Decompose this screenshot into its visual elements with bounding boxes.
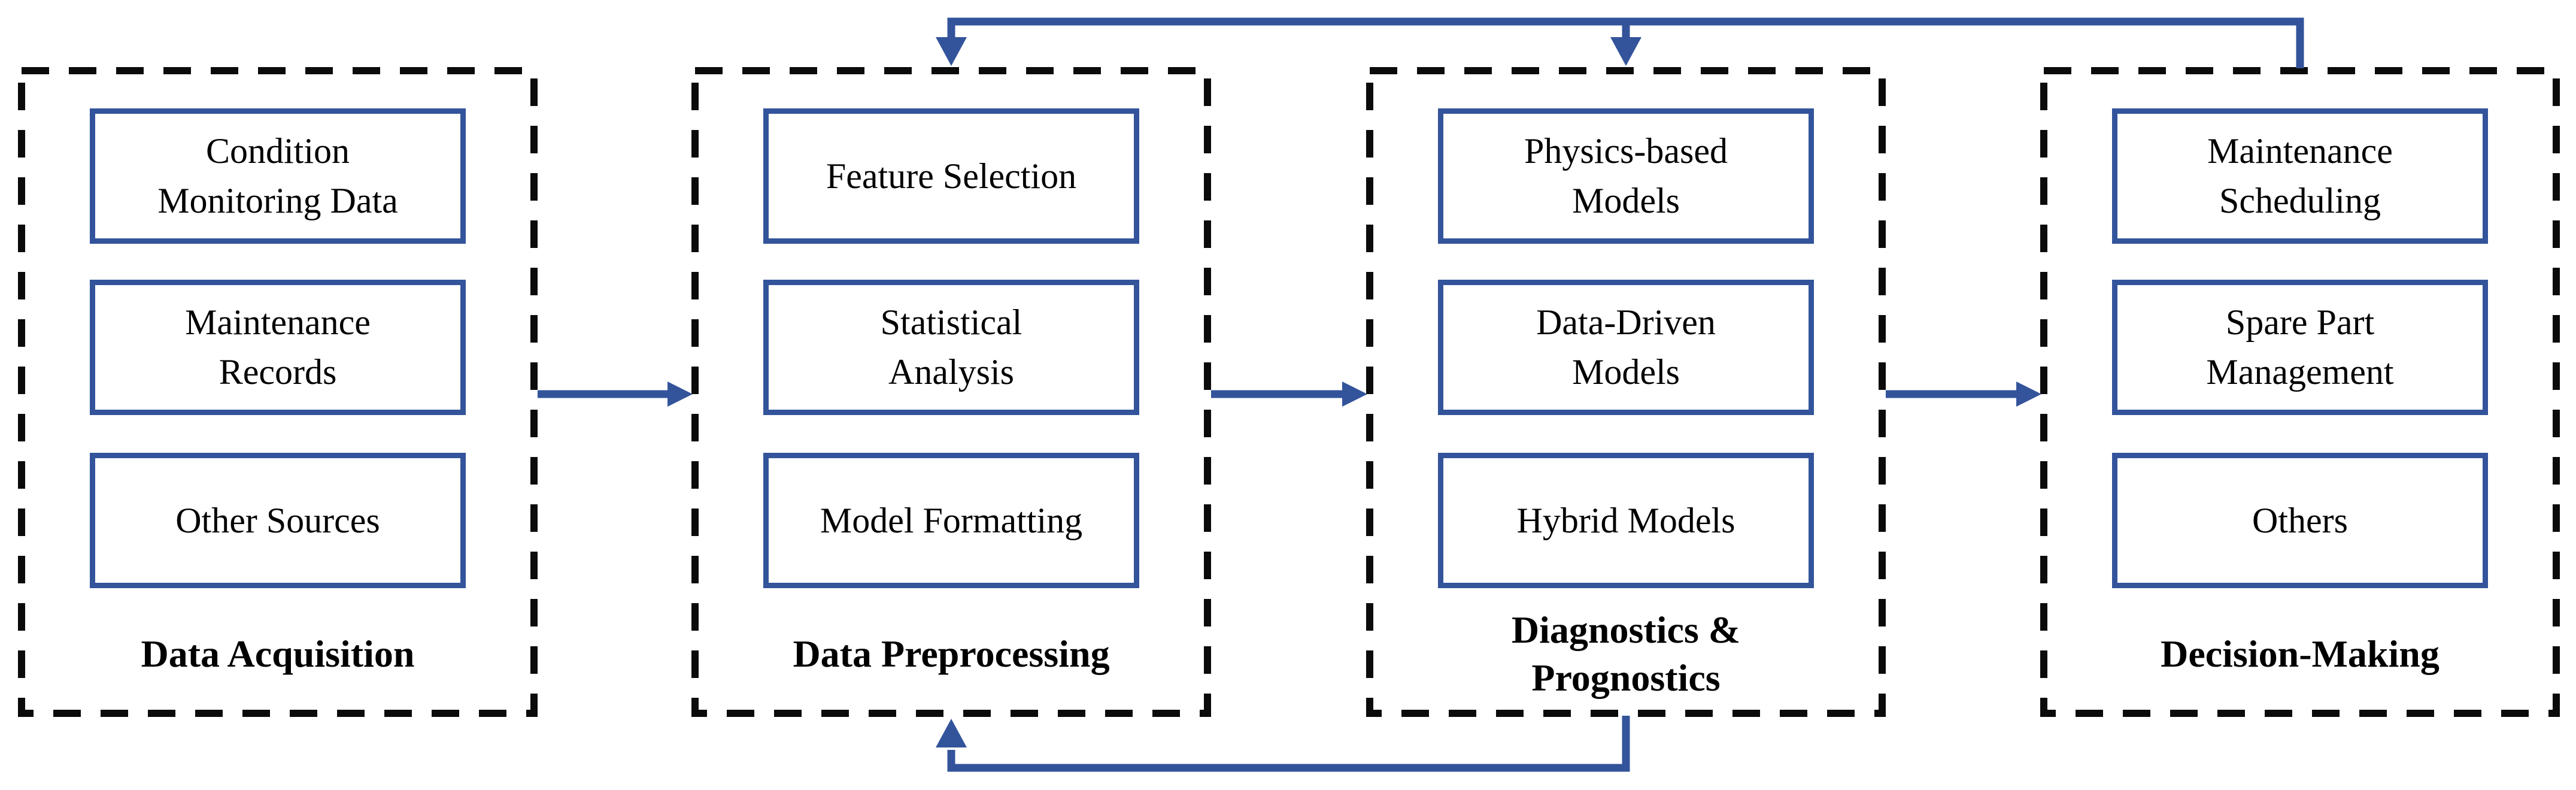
box-feature-selection: Feature Selection	[763, 108, 1139, 244]
label-line: Hybrid Models	[1516, 500, 1735, 540]
box-maintenance-scheduling: Maintenance Scheduling	[2112, 108, 2488, 244]
panel-decision-making: Maintenance Scheduling Spare Part Manage…	[2040, 67, 2560, 717]
arrow-diagnostics-to-decision	[1886, 382, 2041, 407]
label-line: Condition	[205, 131, 350, 171]
label-line: Records	[219, 352, 337, 392]
panel-diagnostics-prognostics: Physics-based Models Data-Driven Models …	[1366, 67, 1886, 717]
label-line: Maintenance	[185, 302, 371, 343]
box-condition-monitoring-data: Condition Monitoring Data	[90, 108, 466, 244]
label-line: Feature Selection	[826, 156, 1077, 196]
label-line: Spare Part	[2225, 302, 2375, 343]
panel-outline-decision-making	[2040, 67, 2560, 717]
box-label: Feature Selection	[769, 152, 1134, 201]
label-line: Monitoring Data	[157, 181, 398, 220]
label-line: Management	[2206, 352, 2394, 392]
box-label: Model Formatting	[769, 496, 1134, 546]
box-label: Others	[2117, 496, 2483, 546]
panel-outline-diagnostics-prognostics	[1366, 67, 1886, 717]
box-label: Maintenance Records	[95, 298, 460, 397]
label-line: Maintenance	[2207, 131, 2393, 171]
title-line: Data Acquisition	[141, 632, 415, 675]
box-label: Hybrid Models	[1443, 496, 1809, 546]
box-label: Data-Driven Models	[1443, 298, 1809, 397]
box-label: Spare Part Management	[2117, 298, 2483, 397]
arrow-preprocessing-to-diagnostics	[1211, 382, 1367, 407]
box-hybrid-models: Hybrid Models	[1438, 453, 1814, 588]
panel-title-data-acquisition: Data Acquisition	[18, 589, 538, 718]
box-data-driven-models: Data-Driven Models	[1438, 280, 1814, 415]
label-line: Statistical	[880, 302, 1022, 343]
label-line: Data-Driven	[1536, 302, 1716, 343]
feedback-top-decision-to-earlier-stages	[936, 17, 2304, 68]
panel-data-acquisition: Condition Monitoring Data Maintenance Re…	[18, 67, 538, 717]
label-line: Physics-based	[1524, 131, 1728, 171]
title-line: Prognostics	[1531, 656, 1721, 699]
label-line: Model Formatting	[820, 500, 1083, 540]
title-line: Data Preprocessing	[793, 632, 1110, 675]
panel-title-data-preprocessing: Data Preprocessing	[691, 589, 1211, 718]
panel-title-diagnostics-prognostics: Diagnostics & Prognostics	[1366, 589, 1886, 718]
label-line: Analysis	[888, 352, 1014, 392]
label-line: Others	[2252, 500, 2348, 540]
arrow-acquisition-to-preprocessing	[538, 382, 693, 407]
feedback-bottom-diagnostics-to-preprocessing	[936, 716, 1630, 772]
panel-outline-data-preprocessing	[691, 67, 1211, 717]
box-label: Other Sources	[95, 496, 460, 546]
label-line: Scheduling	[2219, 181, 2381, 220]
label-line: Models	[1572, 352, 1680, 392]
box-label: Maintenance Scheduling	[2117, 126, 2483, 226]
panel-data-preprocessing: Feature Selection Statistical Analysis M…	[691, 67, 1211, 717]
box-label: Condition Monitoring Data	[95, 126, 460, 226]
box-label: Physics-based Models	[1443, 126, 1809, 226]
box-model-formatting: Model Formatting	[763, 453, 1139, 588]
label-line: Other Sources	[175, 500, 380, 540]
box-other-sources: Other Sources	[90, 453, 466, 588]
title-line: Diagnostics &	[1511, 608, 1741, 651]
label-line: Models	[1572, 181, 1680, 220]
box-statistical-analysis: Statistical Analysis	[763, 280, 1139, 415]
box-label: Statistical Analysis	[769, 298, 1134, 397]
box-physics-based-models: Physics-based Models	[1438, 108, 1814, 244]
box-spare-part-management: Spare Part Management	[2112, 280, 2488, 415]
box-maintenance-records: Maintenance Records	[90, 280, 466, 415]
title-line: Decision-Making	[2161, 632, 2440, 675]
box-others: Others	[2112, 453, 2488, 588]
panel-title-decision-making: Decision-Making	[2040, 589, 2560, 718]
panel-outline-data-acquisition	[18, 67, 538, 717]
